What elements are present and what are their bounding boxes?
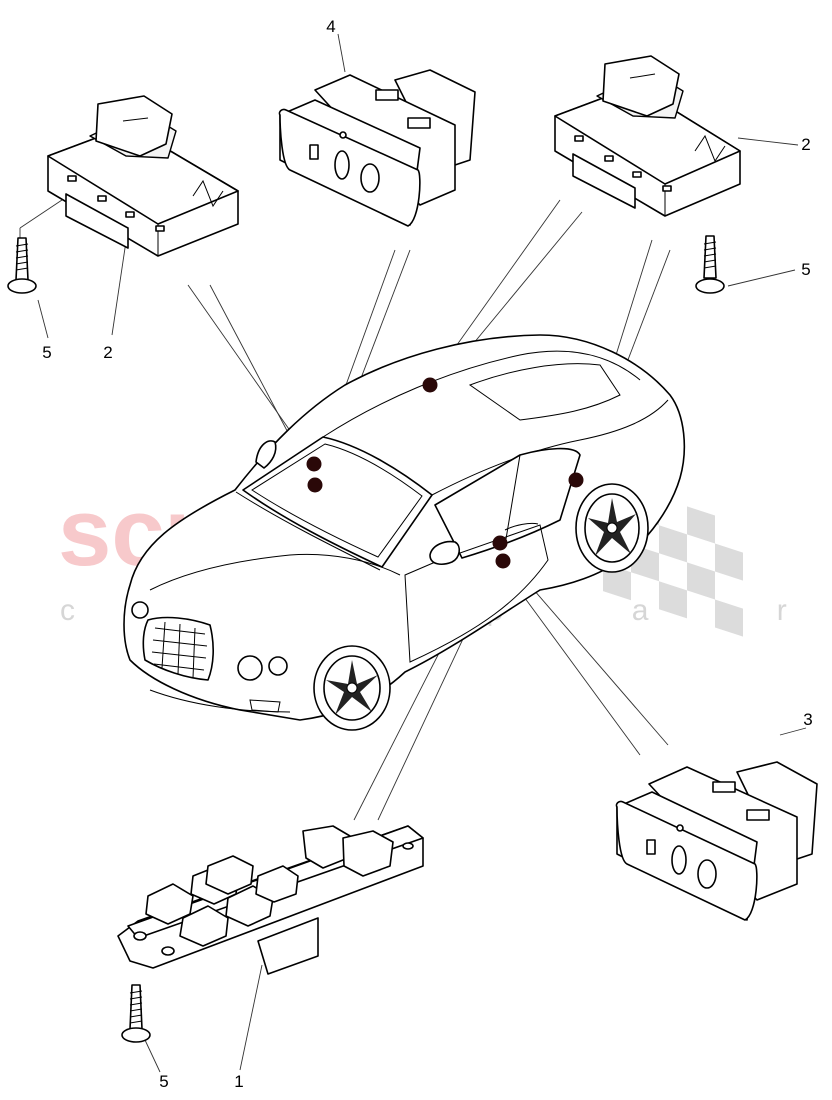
callout-1: 1 — [234, 1072, 243, 1091]
front-wheel — [313, 645, 391, 731]
marker-dot — [307, 477, 323, 493]
marker-dot — [495, 553, 511, 569]
callout-5-top-right: 5 — [801, 260, 810, 279]
part-5-screw-bottom — [121, 984, 151, 1043]
part-2-left-switch — [47, 95, 239, 257]
callout-2-right: 2 — [801, 135, 810, 154]
part-1-switch-panel — [117, 825, 424, 975]
part-3-switch — [615, 761, 818, 921]
part-5-screw-top-left — [7, 237, 37, 294]
callout-5-bottom: 5 — [159, 1072, 168, 1091]
rear-wheel — [575, 483, 649, 573]
part-5-screw-top-right — [695, 235, 725, 294]
callout-4: 4 — [326, 17, 335, 36]
car-outline — [123, 334, 686, 731]
marker-dot — [568, 472, 584, 488]
callout-labels: 1 2 2 3 4 5 5 5 — [42, 17, 812, 1091]
callout-3: 3 — [803, 710, 812, 729]
callout-5-top-left: 5 — [42, 343, 51, 362]
callout-2-left: 2 — [103, 343, 112, 362]
part-2-right-switch — [554, 55, 741, 217]
part-4-switch — [278, 69, 476, 227]
marker-dot — [492, 535, 508, 551]
marker-dot — [422, 377, 438, 393]
marker-dot — [306, 456, 322, 472]
